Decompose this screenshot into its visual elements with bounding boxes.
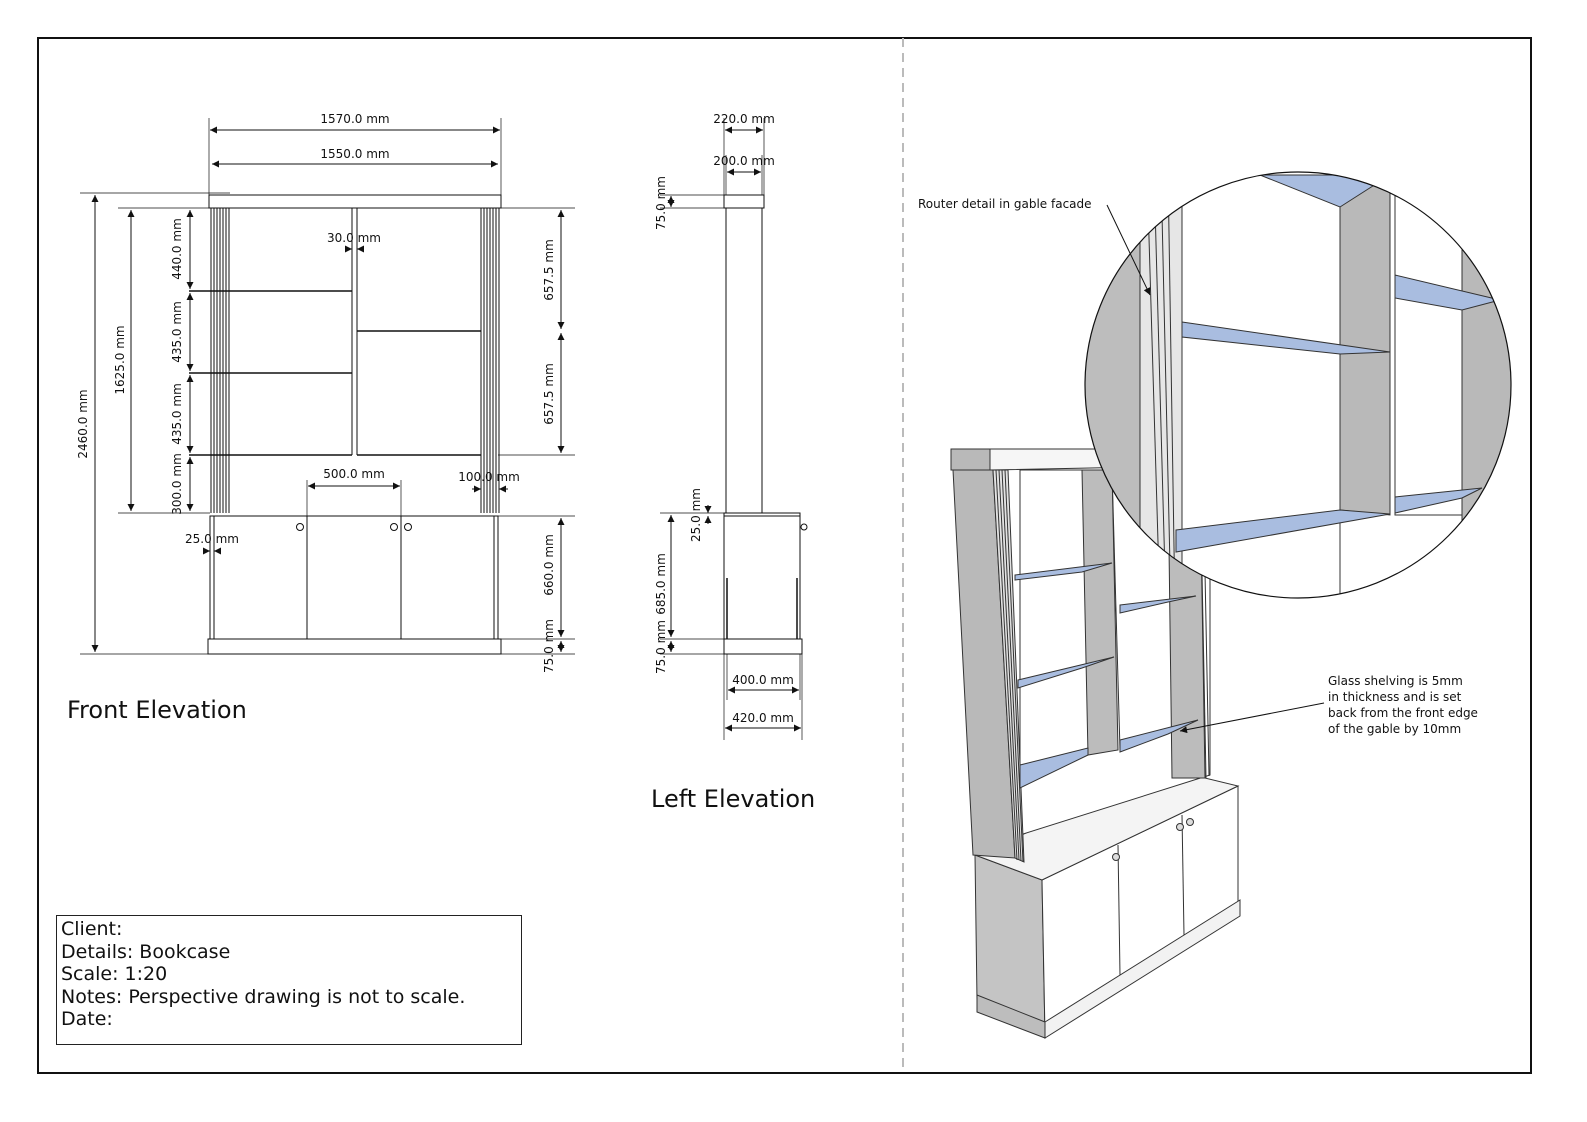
dim-75-left-bottom: 75.0 mm — [654, 620, 668, 674]
front-elevation-title: Front Elevation — [67, 696, 247, 724]
dim-25: 25.0 mm — [185, 532, 239, 546]
dim-25-left: 25.0 mm — [689, 488, 703, 542]
dim-1570: 1570.0 mm — [320, 112, 389, 126]
left-elevation-title: Left Elevation — [651, 785, 815, 813]
dim-200: 200.0 mm — [713, 154, 775, 168]
glass-note-line-4: of the gable by 10mm — [1328, 722, 1461, 736]
router-leader — [1106, 204, 1151, 296]
dim-440: 440.0 mm — [170, 218, 184, 280]
title-block-details: Details: Bookcase — [61, 940, 231, 963]
dim-435-b: 435.0 mm — [170, 383, 184, 445]
dim-657-b: 657.5 mm — [542, 363, 556, 425]
dim-75-front: 75.0 mm — [542, 619, 556, 673]
title-block-notes: Notes: Perspective drawing is not to sca… — [61, 985, 466, 1008]
dim-2460: 2460.0 mm — [76, 389, 90, 458]
front-elevation — [80, 118, 575, 655]
title-block: Client: Details: Bookcase Scale: 1:20 No… — [56, 915, 522, 1045]
dim-30: 30.0 mm — [327, 231, 381, 245]
title-block-date: Date: — [61, 1008, 113, 1030]
dim-500: 500.0 mm — [323, 467, 385, 481]
glass-note-line-2: in thickness and is set — [1328, 690, 1462, 704]
dim-435-a: 435.0 mm — [170, 301, 184, 363]
left-elevation — [660, 118, 808, 740]
dim-420: 420.0 mm — [732, 711, 794, 725]
dim-75-left-top: 75.0 mm — [654, 176, 668, 230]
dim-660: 660.0 mm — [542, 534, 556, 596]
dim-300: 300.0 mm — [170, 453, 184, 515]
title-block-scale: Scale: 1:20 — [61, 963, 168, 985]
glass-note-line-3: back from the front edge — [1328, 706, 1478, 720]
glass-note-line-1: Glass shelving is 5mm — [1328, 674, 1463, 688]
front-dimension-lines — [91, 126, 565, 652]
dim-100: 100.0 mm — [458, 470, 520, 484]
dim-657-a: 657.5 mm — [542, 239, 556, 301]
dim-400: 400.0 mm — [732, 673, 794, 687]
perspective-view — [950, 448, 1241, 1039]
sheet-border — [37, 37, 1532, 1074]
dim-1550: 1550.0 mm — [320, 147, 389, 161]
glass-leader — [1179, 702, 1325, 734]
dim-220: 220.0 mm — [713, 112, 775, 126]
left-dimension-lines — [667, 126, 801, 732]
dim-1625: 1625.0 mm — [113, 325, 127, 394]
router-detail-note: Router detail in gable facade — [918, 197, 1092, 211]
dim-685: 685.0 mm — [654, 553, 668, 615]
title-block-client: Client: — [61, 918, 123, 940]
